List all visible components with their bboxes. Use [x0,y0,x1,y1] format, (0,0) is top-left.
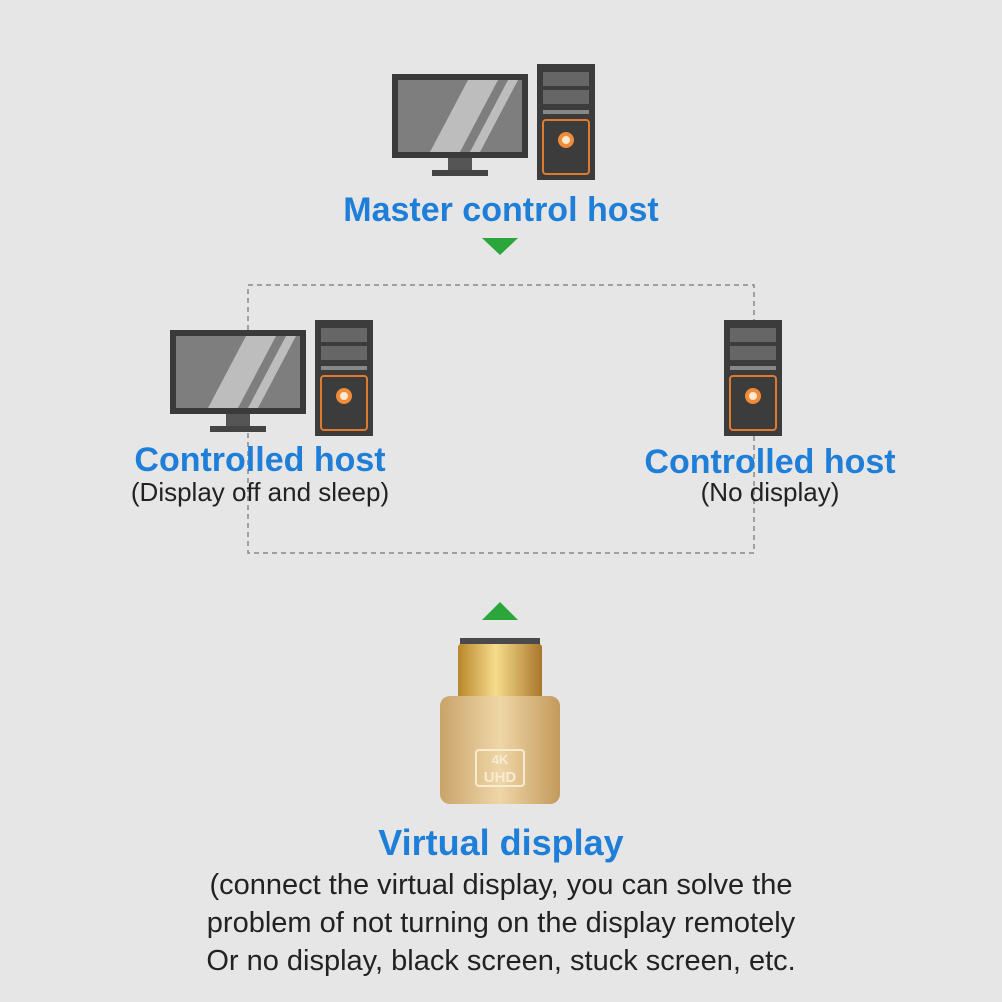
pc-tower-icon [537,64,595,180]
left-host-title: Controlled host [134,441,386,479]
description-line-3: Or no display, black screen, stuck scree… [206,945,796,977]
left-computer-icon [170,320,373,436]
down-arrow-icon [482,238,518,255]
badge-uhd-text: UHD [484,769,517,786]
description-line-2: problem of not turning on the display re… [206,907,796,939]
badge-4k-text: 4K [492,752,509,767]
right-host-title: Controlled host [644,443,896,481]
hdmi-dummy-plug-icon: 4K UHD [440,638,560,804]
monitor-icon [170,330,306,432]
pc-tower-icon [724,320,782,436]
master-host-group [390,60,600,190]
hdmi-plug-image: 4K UHD [430,630,570,810]
monitor-icon [392,74,528,176]
master-host-title: Master control host [343,191,659,229]
virtual-display-description: (connect the virtual display, you can so… [60,866,942,980]
up-arrow-icon [482,602,518,620]
virtual-display-title: Virtual display [378,822,624,863]
right-computer-icon [724,320,782,436]
left-host-subtitle: (Display off and sleep) [130,477,390,507]
left-host-group [168,316,378,446]
master-computer-icon [392,64,595,180]
pc-tower-icon [315,320,373,436]
right-host-group [720,316,790,446]
right-host-subtitle: (No display) [700,477,840,507]
description-line-1: (connect the virtual display, you can so… [209,869,793,901]
